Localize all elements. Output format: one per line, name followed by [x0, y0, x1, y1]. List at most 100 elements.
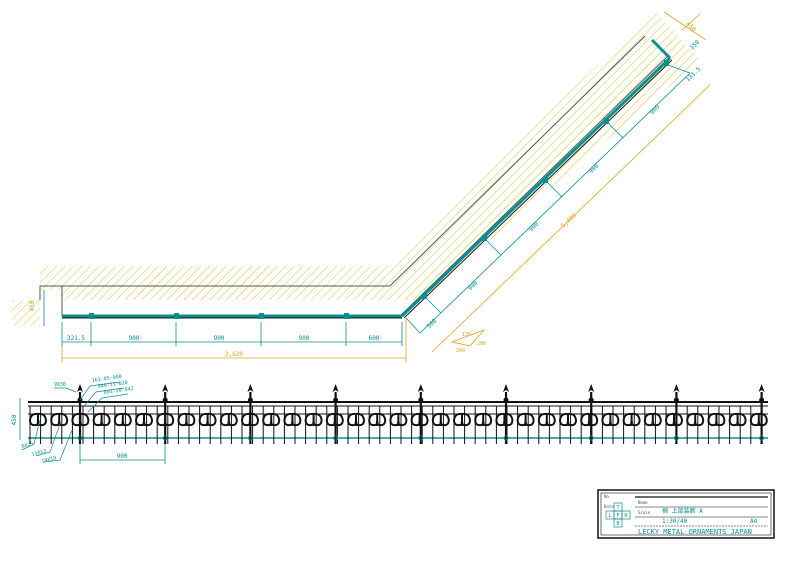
callout-label: 19X19 — [41, 455, 57, 465]
scroll-ornament — [368, 412, 387, 427]
scroll-ornament — [643, 412, 662, 427]
wall-height-dim: 450 — [29, 300, 36, 311]
angled-dim: 900 — [649, 103, 662, 116]
finial-post — [162, 384, 169, 444]
angled-dim: 900 — [588, 162, 601, 175]
view-mark: R — [624, 513, 628, 519]
fence-angled — [400, 56, 672, 318]
callout-label: 13X13 — [31, 448, 47, 458]
wall-hatch — [40, 10, 700, 300]
scroll-ornament — [347, 412, 365, 427]
finial-post — [758, 384, 765, 444]
scroll-ornament — [304, 412, 323, 427]
tb-label: No. — [604, 494, 611, 499]
title-block: T L F R B No. Date Name Scale 柵 上部装飾 A 1… — [597, 489, 775, 539]
scroll-ornaments — [29, 412, 768, 427]
scroll-ornament — [262, 412, 281, 427]
corner-dim: 150 — [689, 39, 702, 52]
view-mark: L — [608, 513, 611, 519]
scroll-ornament — [135, 412, 153, 427]
plan-post — [344, 313, 349, 319]
scroll-ornament — [29, 412, 47, 427]
finial-post — [588, 384, 595, 444]
end-dim: 450 — [685, 21, 698, 34]
wall-hatch-left — [12, 300, 40, 326]
finial-post — [417, 384, 424, 444]
slope-dim: 200 — [477, 341, 486, 347]
elevation-view: 450 900 9X36 161-05-000 040-11-020 001-2… — [11, 374, 768, 465]
scroll-ornament — [580, 412, 599, 427]
plan-post — [174, 313, 179, 319]
scroll-ornament — [707, 412, 726, 427]
finial-post — [673, 384, 680, 444]
straight-total-dim: 3,620 — [225, 351, 243, 358]
finial-post — [332, 384, 339, 444]
scroll-ornament — [283, 412, 302, 427]
scroll-ornament — [622, 412, 641, 427]
plan-view: 321.5 900 900 900 600 3,620 450 500 900 — [12, 10, 711, 362]
straight-dim: 900 — [214, 335, 225, 342]
scroll-ornament — [559, 412, 577, 427]
callout-label: 001-20-042 — [103, 386, 134, 396]
scroll-ornament — [537, 412, 556, 427]
callout-label: 9X36 — [54, 382, 66, 388]
straight-dim: 900 — [129, 335, 140, 342]
scroll-ornament — [686, 412, 705, 427]
plan-post — [259, 313, 264, 319]
view-mark: T — [616, 505, 619, 511]
scroll-ornament — [728, 412, 747, 427]
sheet-size: A4 — [750, 518, 758, 525]
angled-dim: 500 — [426, 317, 439, 330]
finial-post — [247, 384, 254, 444]
plan-post — [664, 60, 669, 66]
drawing-name: 柵 上部装飾 A — [662, 507, 703, 515]
straight-dim: 321.5 — [67, 335, 85, 342]
plan-post — [89, 313, 94, 319]
view-mark: B — [616, 521, 619, 527]
slope-dim: 135 — [462, 332, 471, 338]
angled-dim: 900 — [467, 279, 480, 292]
straight-dimensions — [61, 322, 403, 346]
callout-label: 040-11-020 — [97, 380, 128, 390]
scroll-ornament — [474, 412, 493, 427]
scroll-ornament — [50, 412, 69, 427]
scroll-ornament — [92, 412, 111, 427]
scroll-ornament — [410, 412, 429, 427]
scroll-ornament — [495, 412, 514, 427]
slope-dim: 200 — [456, 348, 465, 354]
wall-outline — [39, 55, 669, 317]
straight-dim: 900 — [299, 335, 310, 342]
scroll-ornament — [453, 412, 471, 427]
scroll-ornament — [516, 412, 535, 427]
finial-post — [503, 384, 509, 444]
plan-post — [604, 118, 609, 124]
finial-posts — [77, 384, 765, 444]
tb-label: Name — [638, 500, 648, 505]
slope-triangle — [450, 329, 485, 347]
scroll-ornament — [665, 412, 683, 427]
plan-post — [482, 235, 487, 241]
fence-end-return — [650, 38, 672, 60]
plan-post — [422, 293, 427, 299]
drawing-scale: 1:30/40 — [662, 518, 688, 525]
angled-dim: 900 — [528, 220, 541, 233]
scroll-ornament — [219, 412, 238, 427]
company-name: LECKY METAL ORNAMENTS JAPAN — [638, 528, 752, 536]
scroll-ornament — [113, 412, 132, 427]
tb-label: Scale — [638, 510, 651, 515]
tb-label: Date — [604, 504, 614, 509]
straight-dim: 600 — [369, 335, 380, 342]
scroll-ornament — [177, 412, 196, 427]
scroll-ornament — [431, 412, 450, 427]
callout-label: 6X25 — [21, 441, 34, 450]
plan-post — [543, 177, 548, 183]
wall-edge — [62, 35, 646, 287]
view-mark: F — [616, 513, 619, 519]
plan-posts — [89, 60, 669, 319]
post-spacing-dim: 900 — [117, 453, 128, 460]
scroll-ornament — [198, 412, 217, 427]
scroll-ornament — [749, 412, 768, 427]
elevation-height-dim: 450 — [11, 414, 18, 425]
callout-label: 161-05-000 — [91, 374, 122, 384]
